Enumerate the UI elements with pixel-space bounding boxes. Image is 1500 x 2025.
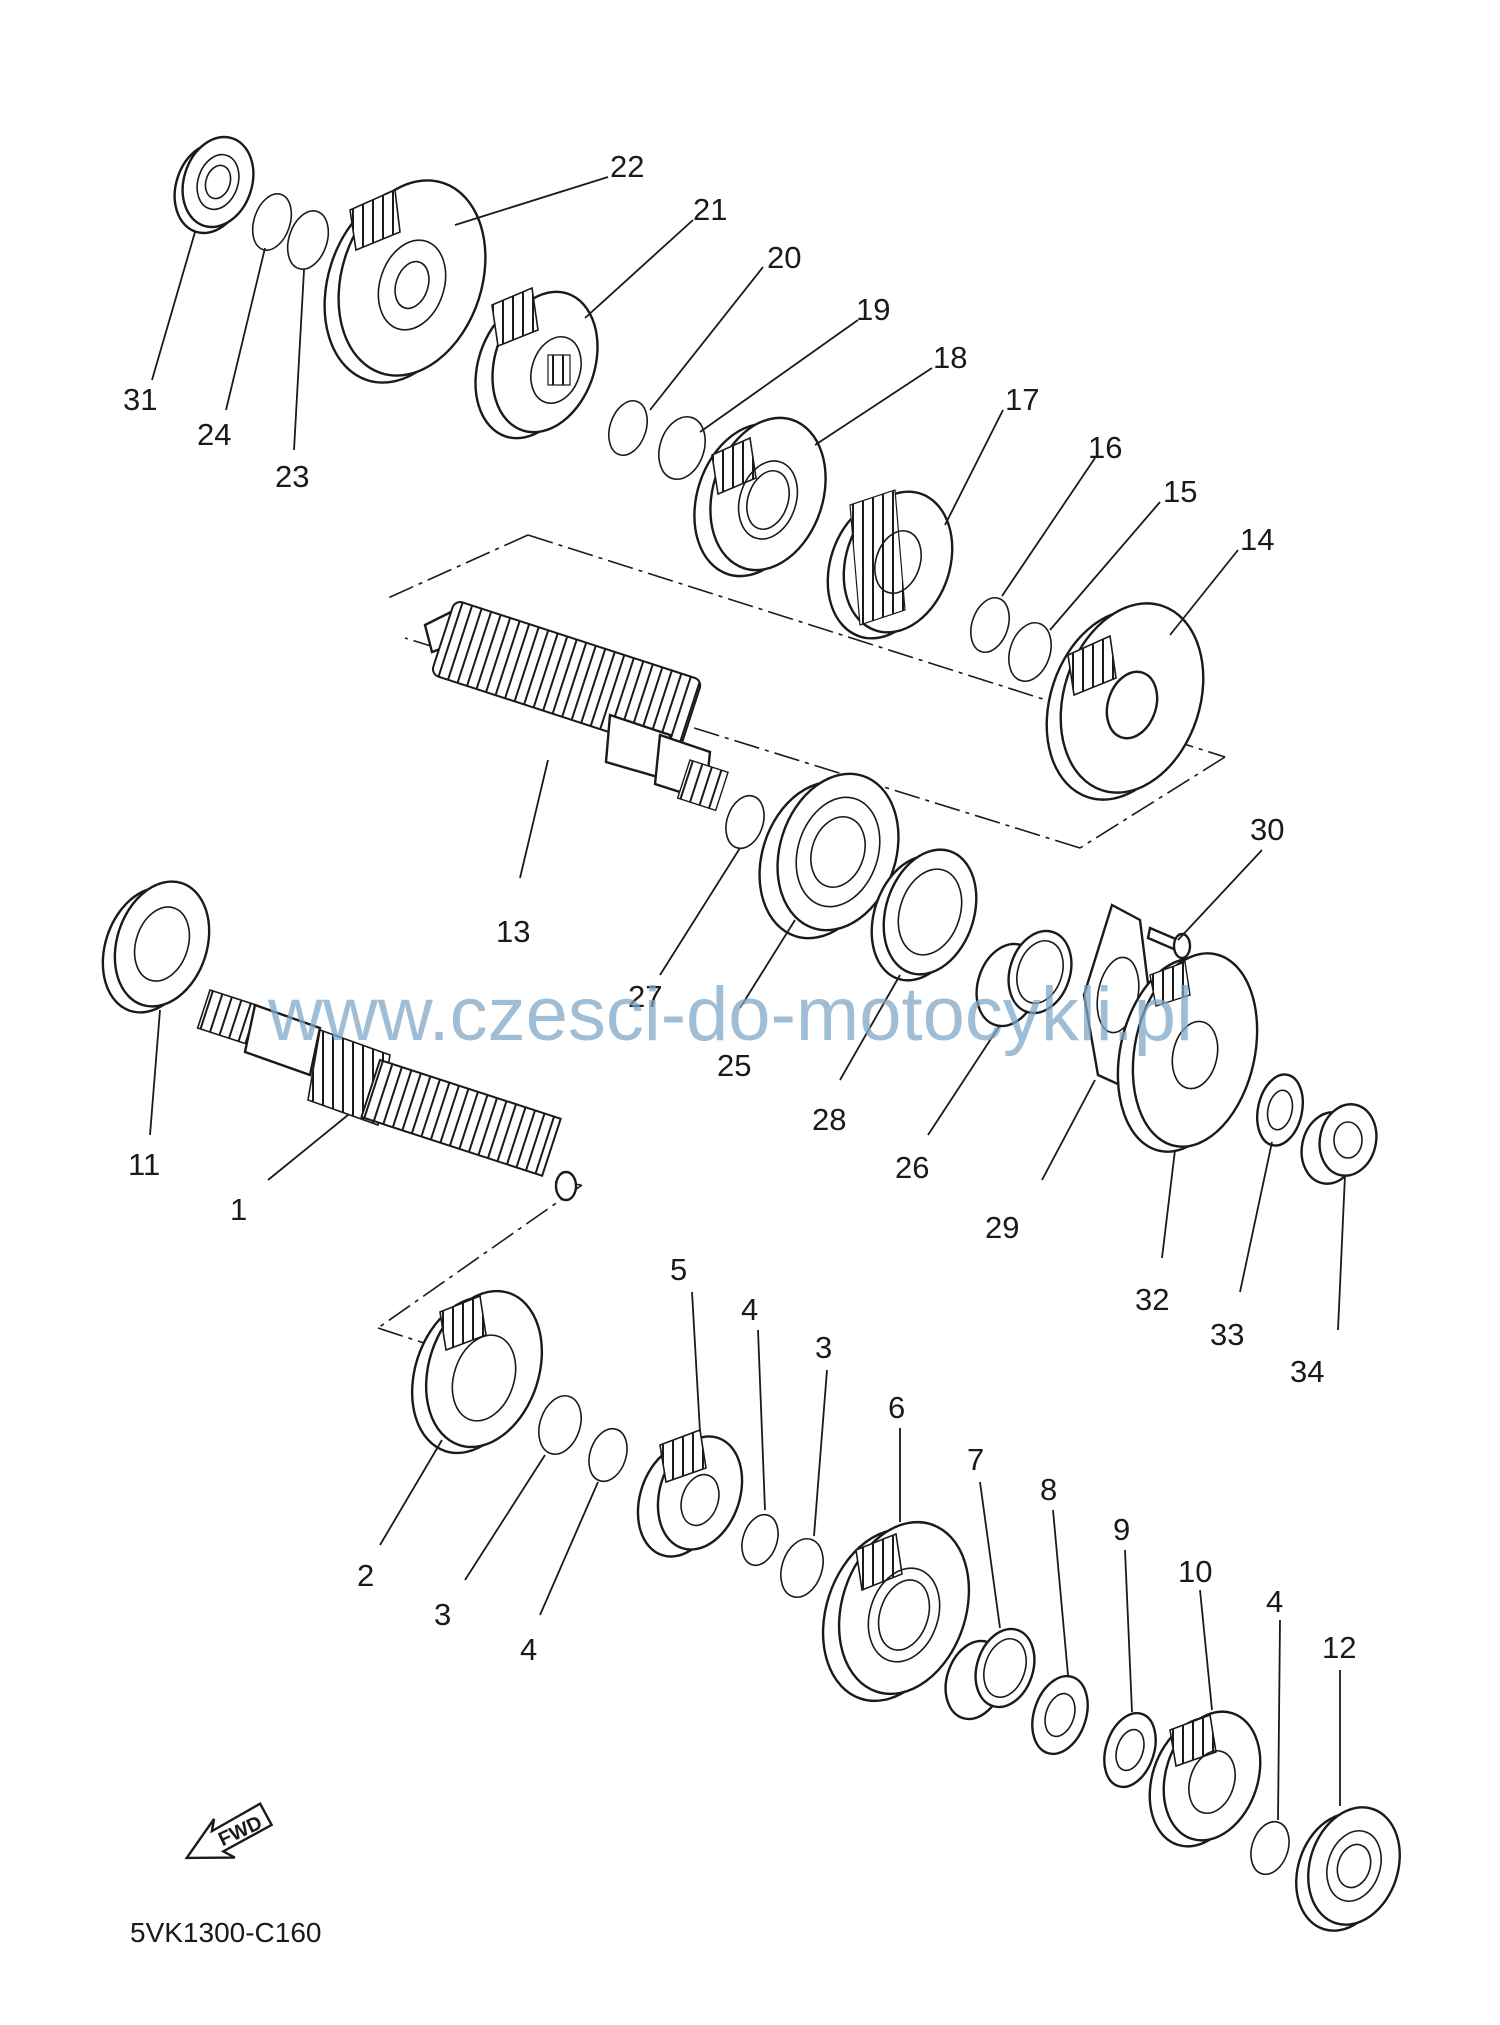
washer-3-upper bbox=[538, 1395, 582, 1455]
label-2: 2 bbox=[357, 1558, 374, 1593]
label-21: 21 bbox=[693, 192, 727, 227]
bushing-7 bbox=[944, 1627, 1036, 1721]
oil-seal-28 bbox=[870, 848, 978, 982]
label-27: 27 bbox=[628, 979, 662, 1014]
label-13: 13 bbox=[496, 914, 530, 949]
label-8: 8 bbox=[1040, 1472, 1057, 1507]
label-3-bottom: 3 bbox=[434, 1597, 451, 1632]
washer-19 bbox=[658, 416, 706, 480]
label-32: 32 bbox=[1135, 1282, 1169, 1317]
washer-8 bbox=[1031, 1674, 1089, 1756]
label-24: 24 bbox=[197, 417, 231, 452]
countershaft-assembly-frame bbox=[387, 534, 1226, 849]
label-10: 10 bbox=[1178, 1554, 1212, 1589]
label-29: 29 bbox=[985, 1210, 1019, 1245]
sprocket-32 bbox=[1116, 952, 1259, 1153]
label-9: 9 bbox=[1113, 1512, 1130, 1547]
label-23: 23 bbox=[275, 459, 309, 494]
label-11: 11 bbox=[128, 1147, 160, 1182]
washer-3-lower bbox=[780, 1538, 824, 1598]
washer-23 bbox=[286, 210, 330, 270]
label-5: 5 bbox=[670, 1252, 687, 1287]
gear-5 bbox=[636, 1428, 744, 1558]
bolt-30 bbox=[1146, 926, 1192, 960]
label-1: 1 bbox=[230, 1192, 247, 1227]
label-26: 26 bbox=[895, 1150, 929, 1185]
washer-15 bbox=[1008, 622, 1052, 682]
label-28: 28 bbox=[812, 1102, 846, 1137]
label-34: 34 bbox=[1290, 1354, 1324, 1389]
label-30: 30 bbox=[1250, 812, 1284, 847]
gear-6 bbox=[821, 1520, 971, 1703]
gear-10 bbox=[1148, 1710, 1262, 1848]
gear-18 bbox=[693, 416, 827, 578]
gear-22 bbox=[323, 179, 487, 384]
label-14: 14 bbox=[1240, 522, 1274, 557]
gear-14 bbox=[1045, 602, 1205, 801]
nut-34 bbox=[1300, 1103, 1378, 1185]
bearing-11 bbox=[101, 880, 211, 1014]
main-axle-1 bbox=[196, 988, 578, 1202]
label-25: 25 bbox=[717, 1048, 751, 1083]
leader-lines bbox=[149, 176, 1346, 1821]
countershaft-13 bbox=[423, 601, 729, 812]
watermark-text: www.czesci-do-motocykli.pl bbox=[267, 972, 1193, 1057]
circlip-20 bbox=[608, 399, 648, 457]
bearing-31 bbox=[173, 135, 255, 235]
o-ring-27 bbox=[725, 794, 765, 850]
bearing-12 bbox=[1295, 1806, 1401, 1932]
label-22: 22 bbox=[610, 149, 644, 184]
label-4-top: 4 bbox=[741, 1292, 758, 1327]
circlip-16 bbox=[970, 596, 1010, 654]
circlip-24 bbox=[251, 193, 293, 251]
label-33: 33 bbox=[1210, 1317, 1244, 1352]
label-4-right: 4 bbox=[1266, 1584, 1283, 1619]
label-18: 18 bbox=[933, 340, 967, 375]
lock-washer-33 bbox=[1256, 1073, 1304, 1147]
gear-21 bbox=[474, 286, 599, 440]
circlip-4-middle bbox=[741, 1513, 779, 1567]
label-4-bottom: 4 bbox=[520, 1632, 537, 1667]
circlip-4-upper bbox=[588, 1427, 628, 1483]
diagram-code: 5VK1300-C160 bbox=[130, 1917, 321, 1948]
bearing-25 bbox=[758, 772, 900, 940]
gear-2 bbox=[410, 1289, 544, 1455]
collar-26 bbox=[975, 929, 1073, 1028]
circlip-4-lower bbox=[1250, 1820, 1290, 1876]
label-7: 7 bbox=[967, 1442, 984, 1477]
label-12: 12 bbox=[1322, 1630, 1356, 1665]
label-3-top: 3 bbox=[815, 1330, 832, 1365]
washer-9 bbox=[1103, 1711, 1157, 1789]
label-20: 20 bbox=[767, 240, 801, 275]
part-labels: 31 24 23 22 21 20 19 18 17 16 15 14 13 2… bbox=[123, 149, 1356, 1667]
label-19: 19 bbox=[856, 292, 890, 327]
label-16: 16 bbox=[1088, 430, 1122, 465]
label-17: 17 bbox=[1005, 382, 1039, 417]
fwd-arrow-icon: FWD bbox=[184, 1802, 274, 1860]
label-31: 31 bbox=[123, 382, 157, 417]
label-6: 6 bbox=[888, 1390, 905, 1425]
label-15: 15 bbox=[1163, 474, 1197, 509]
gear-17 bbox=[826, 489, 954, 640]
